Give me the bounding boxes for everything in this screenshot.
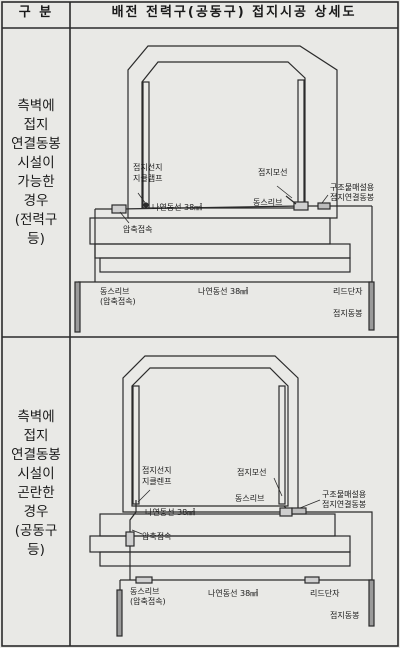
s2-lead-terminal: 리드단자 [310, 589, 340, 598]
right-strip-2 [278, 385, 286, 505]
s1-bare-wire-upper: 나연동선 38㎟ [152, 203, 203, 212]
s1-lead-terminal: 리드단자 [333, 287, 363, 296]
right-strip-1 [297, 79, 305, 209]
slab-low-1 [99, 257, 351, 273]
s2-bare-wire-upper: 나연동선 38㎟ [145, 508, 196, 517]
section-2-condition: 측벽에 접지 연결동봉 시설이 곤란한 경우 (공동구 등) [11, 409, 61, 558]
s1-ground-wire-label: 접지모선 [258, 168, 288, 177]
sleeve-2 [279, 507, 293, 517]
s1-rod-label-2: 접지연결동봉 [330, 193, 375, 202]
slab-mid-1 [94, 243, 351, 259]
ground-rod-right-1 [368, 281, 375, 331]
bare-wire-2 [129, 500, 137, 580]
s1-clamp-label-1: 접지선지 [133, 163, 163, 172]
s2-compression-label: 압축접속 [142, 532, 172, 541]
structure-inner-1 [141, 61, 306, 209]
sleeve-1 [293, 201, 309, 211]
s1-ground-rod-label: 접지동봉 [333, 309, 363, 318]
s2-clamp-label-1: 접지선지 [142, 466, 172, 475]
diagram-section-1 [74, 45, 375, 333]
category-header: 구 분 [18, 5, 54, 20]
s1-copper-sleeve-label: 동스리브 [253, 198, 283, 207]
left-strip-1 [142, 81, 150, 209]
ground-rod-left-2 [116, 589, 123, 637]
section-1-condition: 측벽에 접지 연결동봉 시설이 가능한 경우 (전력구 등) [11, 98, 61, 247]
s1-rod-label-1: 구조물매설용 [330, 183, 375, 192]
s1-sleeve-bottom-2: (압축접속) [100, 297, 136, 306]
s1-compression-label: 압축접속 [123, 225, 153, 234]
slab-upper-2 [99, 513, 336, 537]
s2-sleeve-bottom-1: 동스리브 [130, 587, 160, 596]
left-strip-2 [132, 385, 140, 505]
s2-sleeve-bottom-2: (압축접속) [130, 597, 166, 606]
lead-terminal-2 [304, 576, 320, 584]
sleeve-bottom-2 [135, 576, 153, 584]
s1-bare-wire-lower: 나연동선 38㎟ [198, 287, 249, 296]
slab-low-2 [99, 551, 351, 567]
s1-sleeve-bottom-1: 동스리브 [100, 287, 130, 296]
structure-outer-2 [122, 355, 299, 513]
s2-copper-sleeve-label: 동스리브 [235, 494, 265, 503]
s2-rod-label-2: 접지연결동봉 [322, 500, 367, 509]
embed-rod-2 [291, 507, 307, 515]
structure-outer-1 [127, 45, 338, 219]
s2-clamp-label-2: 지클렌프 [142, 477, 172, 486]
diagram-section-2 [89, 355, 375, 637]
embed-rod-1 [317, 202, 331, 210]
s1-clamp-label-2: 지클램프 [133, 174, 163, 183]
ground-rod-left-1 [74, 281, 81, 333]
structure-inner-2 [131, 367, 289, 507]
compression-joint-1 [111, 204, 127, 214]
s2-ground-rod-label: 접지동봉 [330, 611, 360, 620]
ground-rod-right-2 [368, 579, 375, 627]
s2-rod-label-1: 구조물매설용 [322, 490, 367, 499]
page-title: 배전 전력구(공동구) 접지시공 상세도 [111, 5, 357, 20]
s2-ground-wire-label: 접지모선 [237, 468, 267, 477]
s2-bare-wire-lower: 나연동선 38㎟ [208, 589, 259, 598]
compression-joint-2 [125, 531, 135, 547]
